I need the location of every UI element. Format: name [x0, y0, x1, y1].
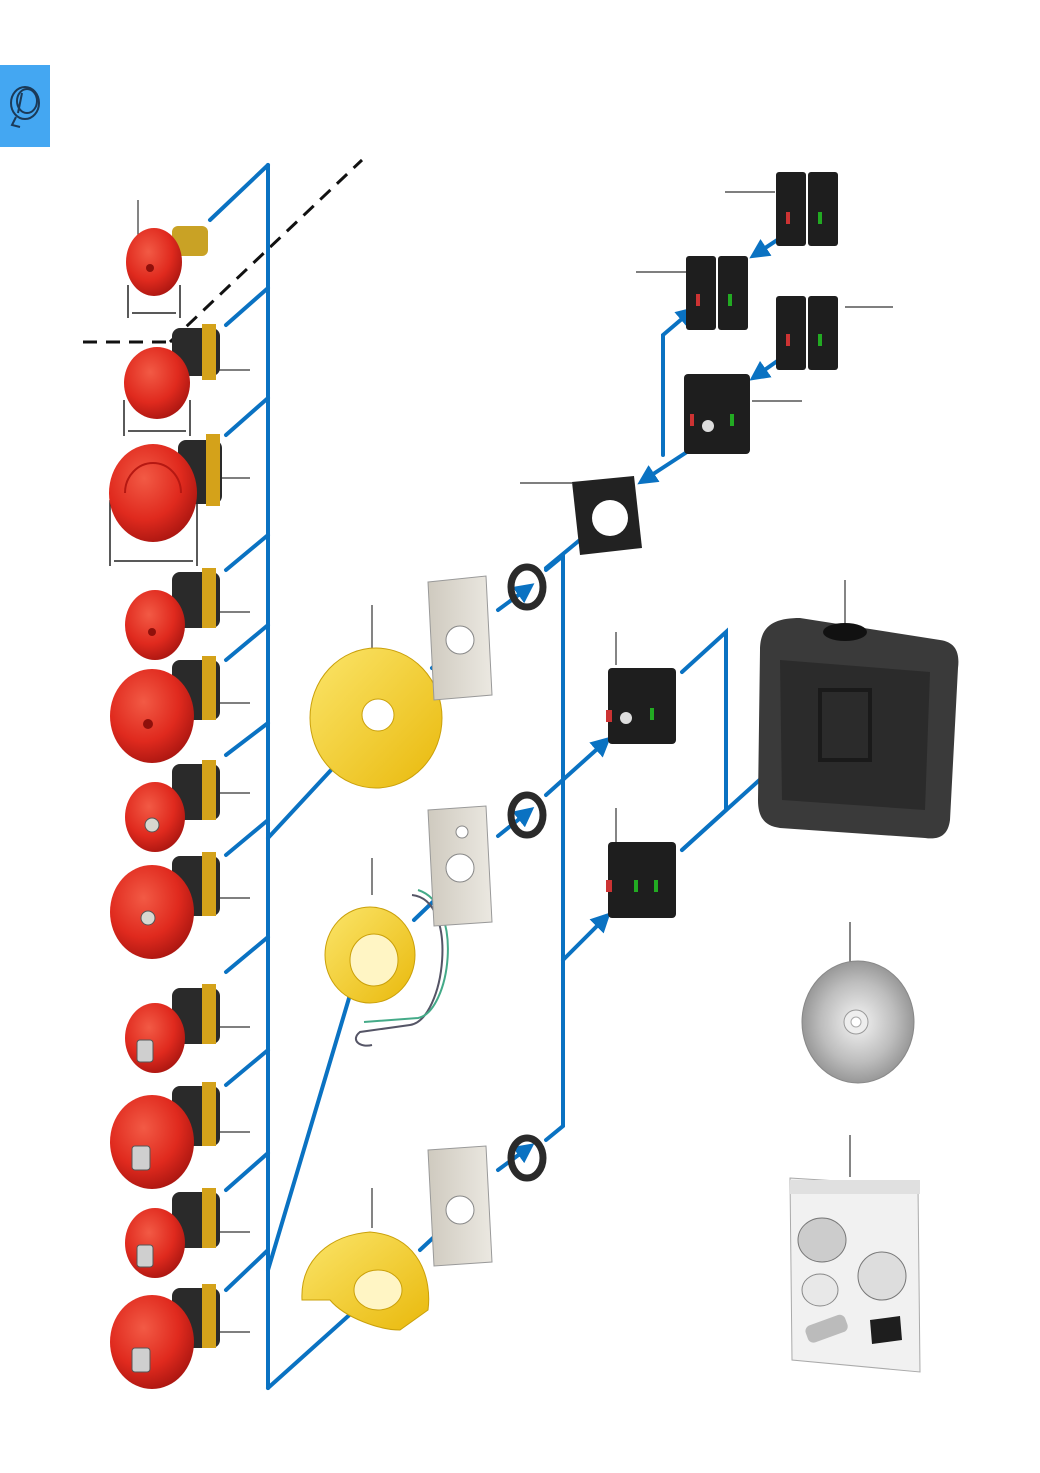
estop-button-4: [125, 568, 220, 660]
mounting-plate-1: [427, 575, 493, 701]
estop-button-8: [125, 984, 220, 1073]
estop-button-6: [125, 760, 220, 852]
mounting-adapter: [572, 476, 642, 555]
contact-block-pair-mid-left: [686, 256, 748, 330]
mounting-plate-3: [427, 1145, 493, 1267]
yellow-protective-shroud: [301, 1231, 430, 1331]
seal-rings: [507, 563, 547, 1182]
yellow-disc-label: [309, 647, 443, 789]
spare-parts-kit: [789, 1177, 921, 1373]
section-tab: [0, 65, 50, 147]
contact-block-3pole-2: [606, 842, 676, 918]
estop-button-5: [110, 656, 220, 763]
estop-button-3: [109, 434, 222, 542]
dashed-separator: [83, 158, 364, 344]
estop-button-7: [110, 852, 220, 959]
mounting-plate-2: [427, 805, 493, 927]
estop-button-1: [126, 226, 208, 296]
enclosure: [758, 618, 959, 839]
contact-block-pair-top: [776, 172, 838, 246]
estop-button-2: [124, 324, 220, 419]
contact-block-illuminated-top: [684, 374, 750, 454]
dimension-arrows: [109, 285, 198, 566]
contact-block-3pole-1: [606, 668, 676, 744]
connector-lines: [208, 163, 854, 1390]
contact-block-pair-mid-right: [776, 296, 838, 370]
selector-switch-icon: [10, 86, 40, 128]
estop-button-10: [125, 1188, 220, 1278]
software-cd: [801, 960, 915, 1084]
estop-button-11: [110, 1284, 220, 1389]
estop-button-9: [110, 1082, 220, 1189]
